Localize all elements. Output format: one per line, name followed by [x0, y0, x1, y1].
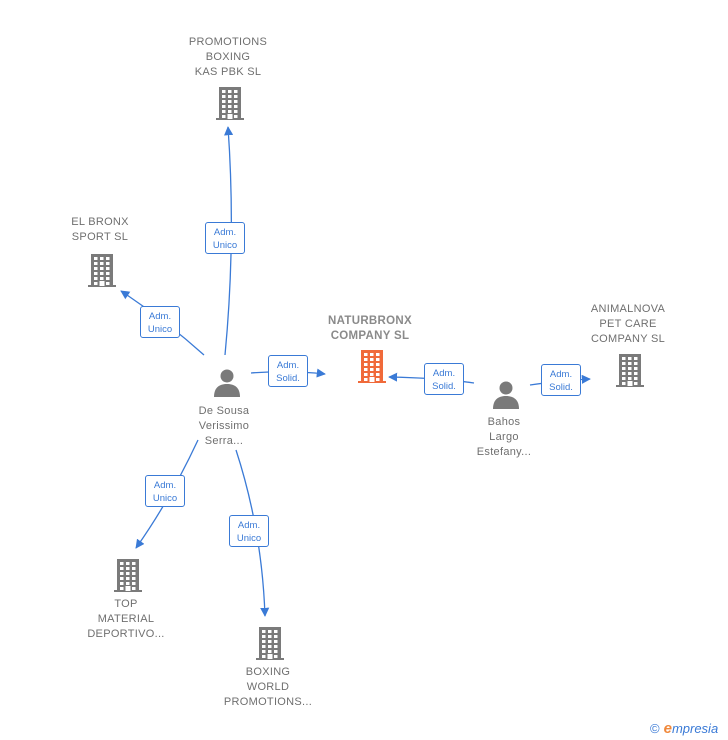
bahos-label-line-2: Estefany...	[476, 446, 532, 458]
promotions-boxing-building-icon[interactable]	[214, 85, 246, 126]
edge-badge-el-bronx-line-1: Unico	[147, 324, 173, 335]
copyright-symbol: ©	[650, 721, 660, 736]
promotions-boxing-label-line-0: PROMOTIONS	[188, 36, 268, 48]
bahos-person-icon[interactable]	[491, 380, 521, 415]
top-material-label[interactable]: TOP MATERIAL DEPORTIVO...	[51, 597, 201, 642]
promotions-boxing-label[interactable]: PROMOTIONS BOXING KAS PBK SL	[153, 35, 303, 80]
top-material-label-line-1: MATERIAL	[97, 613, 155, 625]
edge-badge-promotions-boxing-line-1: Unico	[212, 240, 238, 251]
edge-badge-naturbronx-bahos-line-0: Adm.	[432, 368, 456, 379]
edge-badge-naturbronx-desousa-line-0: Adm.	[276, 360, 300, 371]
de-sousa-label-line-2: Serra...	[204, 435, 244, 447]
bahos-label-line-1: Largo	[489, 431, 519, 443]
boxing-world-label-line-2: PROMOTIONS...	[223, 696, 313, 708]
empresia-logo: ©empresia	[650, 720, 718, 737]
el-bronx-label-line-1: SPORT SL	[71, 231, 129, 243]
edge-badge-naturbronx-bahos[interactable]: Adm. Solid.	[424, 363, 464, 395]
edge-badge-naturbronx-bahos-line-1: Solid.	[432, 381, 456, 392]
edge-badge-naturbronx-desousa[interactable]: Adm. Solid.	[268, 355, 308, 387]
edge-badge-top-material[interactable]: Adm. Unico	[145, 475, 185, 507]
naturbronx-label-line-1: COMPANY SL	[330, 330, 410, 342]
boxing-world-label[interactable]: BOXING WORLD PROMOTIONS...	[193, 665, 343, 710]
animalnova-label-line-1: PET CARE	[599, 318, 657, 330]
naturbronx-building-icon[interactable]	[356, 348, 388, 389]
edge-badge-animalnova-line-0: Adm.	[549, 369, 573, 380]
naturbronx-label-line-0: NATURBRONX	[328, 315, 412, 327]
boxing-world-building-icon[interactable]	[254, 625, 286, 666]
top-material-label-line-2: DEPORTIVO...	[87, 628, 165, 640]
de-sousa-label-line-0: De Sousa	[198, 405, 250, 417]
top-material-label-line-0: TOP	[114, 598, 138, 610]
animalnova-label-line-2: COMPANY SL	[590, 333, 666, 345]
brand-name: mpresia	[671, 721, 719, 736]
edge-badge-el-bronx[interactable]: Adm. Unico	[140, 306, 180, 338]
edge-badge-boxing-world-line-1: Unico	[236, 533, 262, 544]
naturbronx-label[interactable]: NATURBRONX COMPANY SL	[295, 314, 445, 344]
promotions-boxing-label-line-2: KAS PBK SL	[194, 66, 262, 78]
edge-badge-promotions-boxing-line-0: Adm.	[213, 227, 237, 238]
boxing-world-label-line-1: WORLD	[246, 681, 290, 693]
animalnova-label[interactable]: ANIMALNOVA PET CARE COMPANY SL	[553, 302, 703, 347]
edge-badge-animalnova-line-1: Solid.	[549, 382, 573, 393]
boxing-world-label-line-0: BOXING	[245, 666, 291, 678]
brand-initial: e	[663, 720, 672, 737]
edge-badge-promotions-boxing[interactable]: Adm. Unico	[205, 222, 245, 254]
edge-badge-top-material-line-1: Unico	[152, 493, 178, 504]
promotions-boxing-label-line-1: BOXING	[205, 51, 251, 63]
edge-badge-boxing-world-line-0: Adm.	[237, 520, 261, 531]
top-material-building-icon[interactable]	[112, 557, 144, 598]
edge-badge-top-material-line-0: Adm.	[153, 480, 177, 491]
animalnova-label-line-0: ANIMALNOVA	[590, 303, 666, 315]
edge-badge-animalnova[interactable]: Adm. Solid.	[541, 364, 581, 396]
el-bronx-label-line-0: EL BRONX	[71, 216, 129, 228]
el-bronx-building-icon[interactable]	[86, 252, 118, 293]
el-bronx-label[interactable]: EL BRONX SPORT SL	[25, 215, 175, 245]
de-sousa-label-line-1: Verissimo	[198, 420, 250, 432]
de-sousa-person-icon[interactable]	[212, 368, 242, 403]
edge-badge-naturbronx-desousa-line-1: Solid.	[276, 373, 300, 384]
animalnova-building-icon[interactable]	[614, 352, 646, 393]
edge-badge-el-bronx-line-0: Adm.	[148, 311, 172, 322]
bahos-label-line-0: Bahos	[487, 416, 521, 428]
edge-badge-boxing-world[interactable]: Adm. Unico	[229, 515, 269, 547]
